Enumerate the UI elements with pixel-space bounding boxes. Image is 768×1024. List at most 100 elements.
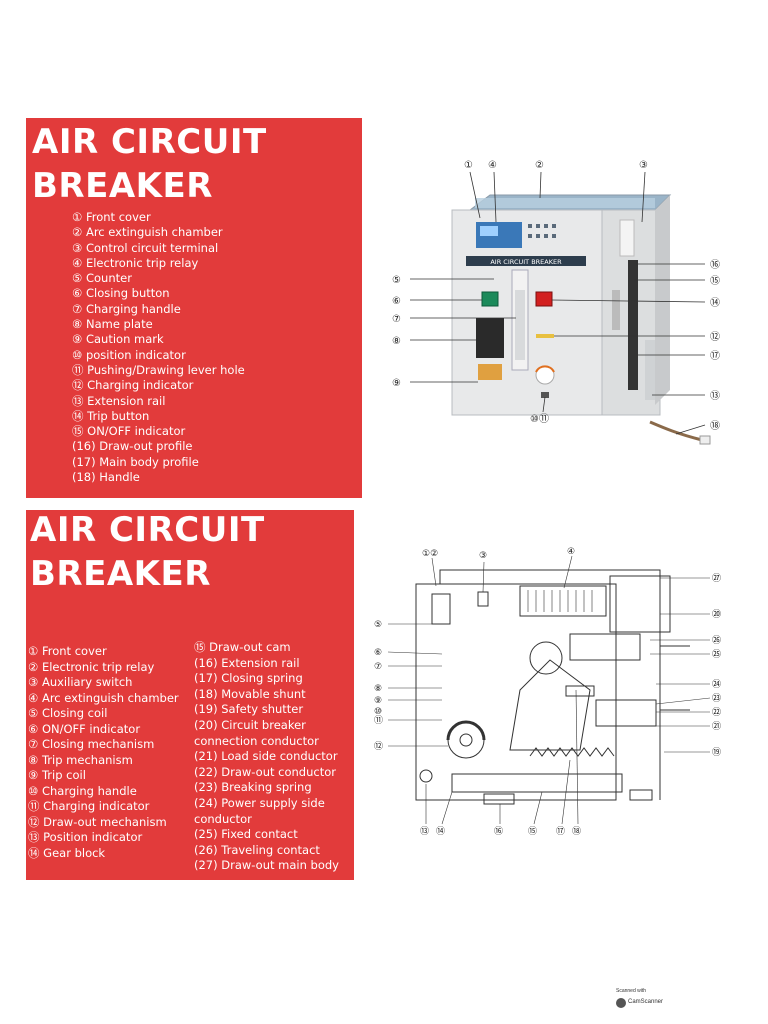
callout: ⑫	[710, 331, 720, 343]
callout: ㉔	[712, 679, 721, 690]
callout: ⑮	[710, 275, 720, 287]
list-item: (26) Traveling contact	[194, 842, 320, 857]
list-item: conductor	[194, 811, 252, 826]
drawing-linework	[415, 569, 690, 805]
list-item: (16) Draw-out profile	[72, 439, 193, 454]
list-item: (23) Breaking spring	[194, 780, 312, 795]
callout: ⑤	[374, 620, 382, 630]
list-item: ⑫ Charging indicator	[72, 378, 194, 393]
list-item: connection conductor	[194, 733, 319, 748]
callout: ㉒	[712, 707, 721, 718]
callout: ⑬	[710, 390, 720, 402]
list-item: (20) Circuit breaker	[194, 717, 306, 732]
scanned-with-text: Scanned with	[616, 988, 647, 994]
callout: ⑤	[392, 275, 401, 286]
list-item: (24) Power supply side	[194, 795, 325, 810]
callout: ①②	[422, 549, 438, 559]
list-item: ⑦ Closing mechanism	[28, 737, 155, 751]
callout: ⑩	[374, 707, 382, 717]
list-item: ⑩ Charging handle	[28, 783, 137, 798]
breaker-photo: AIR CIRCUIT BREAKER	[392, 160, 720, 445]
list-item: (17) Main body profile	[72, 454, 199, 469]
list-item: ⑪ Charging indicator	[28, 799, 150, 813]
list-item: ⑬ Extension rail	[72, 393, 166, 408]
list-item: (18) Movable shunt	[194, 686, 306, 701]
callout: ⑧	[392, 336, 401, 347]
callout: ⑨	[392, 378, 401, 389]
list-item: ④ Electronic trip relay	[72, 255, 199, 270]
list-item: ⑪ Pushing/Drawing lever hole	[72, 362, 245, 377]
callout: ⑬	[420, 826, 429, 837]
callout: ⑱	[710, 420, 720, 432]
nameplate-text: AIR CIRCUIT BREAKER	[490, 258, 562, 266]
callout: ①	[464, 160, 473, 171]
list-item: ② Electronic trip relay	[28, 659, 155, 674]
callout: ③	[479, 551, 487, 561]
title-line-2: BREAKER	[32, 166, 213, 206]
callout-labels: ① ④ ② ③ ⑯ ⑮ ⑤ ⑥ ⑭ ⑦ ⑫ ⑧ ⑰ ⑨ ⑬ ⑱ ⑩⑪	[392, 160, 720, 432]
drawing-callouts: ①② ③ ④ ㉗ ⑤ ⑳ ㉖ ⑥ ㉕ ⑦ ㉔ ⑧ ㉓ ⑨ ㉒ ⑩ ㉑ ⑪ ⑲ ⑫…	[374, 547, 721, 837]
list-item: (19) Safety shutter	[194, 702, 304, 717]
list-item: ⑤ Closing coil	[28, 706, 108, 720]
callout: ⑭	[436, 826, 445, 837]
list-item: (22) Draw-out conductor	[194, 764, 336, 779]
callout: ㉑	[712, 721, 721, 732]
callout: ㉗	[712, 573, 721, 584]
list-item: ④ Arc extinguish chamber	[28, 690, 179, 705]
list-item: ⑩ position indicator	[72, 347, 186, 362]
camscanner-logo-icon	[616, 998, 626, 1008]
list-item: ① Front cover	[72, 210, 151, 224]
list-item: ⑬ Position indicator	[28, 830, 143, 844]
callout: ⑥	[374, 648, 382, 658]
callout: ⑦	[392, 314, 401, 325]
callout: ⑯	[710, 259, 720, 271]
title-line-2: BREAKER	[30, 554, 211, 594]
callout: ⑦	[374, 662, 382, 672]
panel-title: AIR CIRCUIT BREAKER	[32, 120, 267, 208]
list-item: ⑭ Gear block	[28, 845, 106, 860]
list-item: (25) Fixed contact	[194, 827, 298, 842]
drawing-leaders	[387, 555, 711, 825]
callout: ⑱	[572, 826, 581, 837]
callout: ⑪	[374, 715, 383, 726]
title-line-1: AIR CIRCUIT	[30, 510, 265, 550]
callout: ⑯	[494, 826, 503, 837]
callout: ㉕	[712, 649, 721, 660]
callout: ㉓	[712, 693, 721, 704]
callout: ⑧	[374, 684, 382, 694]
callout: ⑨	[374, 696, 382, 706]
list-item: ① Front cover	[28, 644, 107, 658]
callout: ③	[639, 160, 648, 171]
breaker-body: AIR CIRCUIT BREAKER	[451, 194, 711, 445]
list-item: ⑧ Trip mechanism	[28, 752, 133, 767]
list-item: ⑦ Charging handle	[72, 301, 181, 316]
list-item: (27) Draw-out main body	[194, 858, 339, 873]
list-item: ⑨ Caution mark	[72, 332, 164, 347]
list-item: ⑨ Trip coil	[28, 768, 86, 782]
list-item: ⑮ Draw-out cam	[194, 640, 291, 654]
callout: ⑫	[374, 741, 383, 752]
list-item: ⑭ Trip button	[72, 408, 150, 423]
list-item: (21) Load side conductor	[194, 749, 338, 764]
list-item: ⑮ ON/OFF indicator	[72, 424, 186, 439]
title-line-1: AIR CIRCUIT	[32, 122, 267, 162]
list-item: ③ Auxiliary switch	[28, 675, 133, 689]
callout: ⑥	[392, 296, 401, 307]
list-item: ⑤ Counter	[72, 271, 132, 286]
callout: ⑳	[712, 609, 721, 620]
callout: ④	[567, 547, 575, 557]
breaker-cross-section-drawing: ①② ③ ④ ㉗ ⑤ ⑳ ㉖ ⑥ ㉕ ⑦ ㉔ ⑧ ㉓ ⑨ ㉒ ⑩ ㉑ ⑪ ⑲ ⑫…	[374, 547, 721, 837]
list-item: ② Arc extinguish chamber	[72, 225, 223, 240]
list-item: (16) Extension rail	[194, 655, 300, 670]
callout: ⑩⑪	[530, 413, 549, 425]
list-item: ⑫ Draw-out mechanism	[28, 814, 167, 829]
callout: ⑭	[710, 297, 720, 309]
callout: ②	[535, 160, 544, 171]
list-item: ⑧ Name plate	[72, 317, 153, 332]
callout: ⑰	[556, 826, 565, 837]
callout: ㉖	[712, 635, 721, 646]
